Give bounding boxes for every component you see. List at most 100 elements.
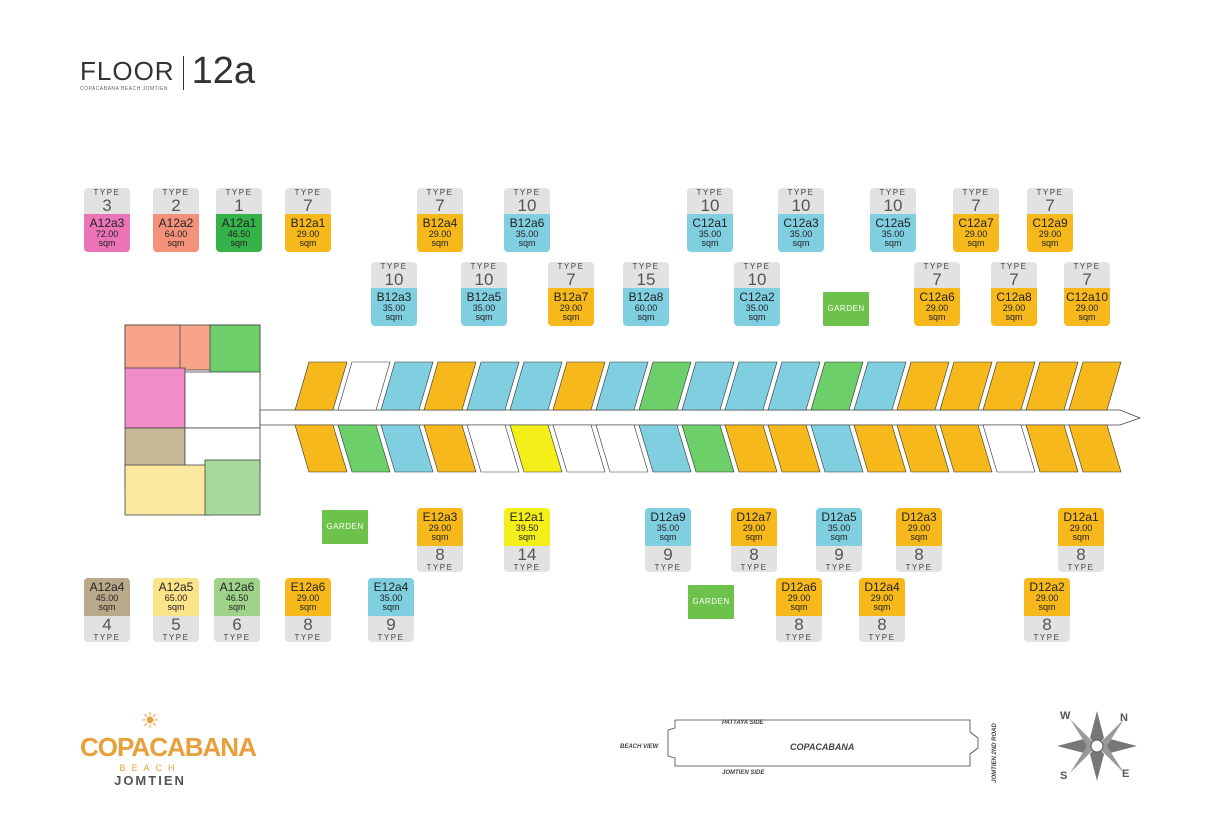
floor-unit-upper [982,361,1036,411]
unit-code: C12a8 [996,290,1032,304]
type-number: 7 [971,196,981,215]
unit-code: C12a5 [875,216,911,230]
unit-area-unit: sqm [637,312,655,322]
unit-area-unit: sqm [98,602,116,612]
unit-area: 29.00 [1075,303,1099,313]
type-label: TYPE [426,188,454,197]
unit-area: 46.50 [225,593,249,603]
floor-unit-upper [638,361,692,411]
unit-area: 35.00 [382,303,406,313]
type-number: 7 [303,196,313,215]
type-label: TYPE [654,563,682,572]
type-label: TYPE [825,563,853,572]
unit-area-unit: sqm [748,312,766,322]
floor-unit-lower [595,424,649,473]
compass-e: E [1122,768,1130,780]
unit-area: 60.00 [634,303,658,313]
unit-area-unit: sqm [475,312,493,322]
type-number: 8 [435,545,445,564]
type-label: TYPE [93,633,121,642]
unit-area: 29.00 [1069,523,1093,533]
unit-code: B12a5 [466,290,502,304]
type-number: 2 [171,196,181,215]
type-label: TYPE [380,262,408,271]
type-number: 15 [636,270,656,289]
unit-area-unit: sqm [167,238,185,248]
unit-area-unit: sqm [562,312,580,322]
unit-code: B12a4 [422,216,458,230]
garden-label-bottom-center: GARDEN [688,585,734,619]
floor-unit-upper [767,361,821,411]
unit-area: 35.00 [472,303,496,313]
unit-code: B12a8 [628,290,664,304]
floor-unit-lower [638,424,692,473]
type-label: TYPE [1000,262,1028,271]
type-label: TYPE [513,188,541,197]
unit-code: B12a6 [509,216,545,230]
unit-code: C12a9 [1032,216,1068,230]
type-label: TYPE [740,563,768,572]
unit-area-unit: sqm [167,602,185,612]
type-label: TYPE [93,188,121,197]
unit-area: 64.00 [164,229,188,239]
brand-logo: ☀ COPACABANA BEACH JOMTIEN [80,710,257,789]
unit-area: 72.00 [95,229,119,239]
type-label: TYPE [923,262,951,271]
key-map [667,719,979,767]
type-label: TYPE [223,633,251,642]
floor-unit-upper [853,361,907,411]
unit-code: C12a6 [919,290,955,304]
unit-code: C12a7 [958,216,994,230]
keymap-building-name: COPACABANA [790,742,855,752]
floor-unit-lower [810,424,864,473]
type-label: TYPE [225,188,253,197]
